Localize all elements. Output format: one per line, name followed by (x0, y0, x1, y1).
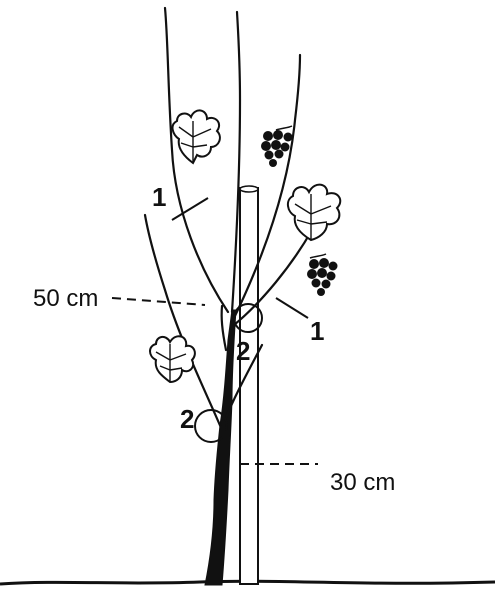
label-bud-upper: 2 (236, 336, 250, 366)
cane-mid-right (232, 228, 314, 327)
cane-upper-right (232, 53, 302, 320)
grape-cluster-icon (261, 125, 293, 167)
vine-leaf-icon (171, 109, 221, 165)
label-height-30: 30 cm (330, 469, 395, 496)
vine-leaf-icon (287, 183, 342, 242)
label-1-upper-leader (171, 197, 209, 221)
grape-cluster-icon (307, 253, 338, 296)
height-50-leader (111, 297, 206, 306)
vine-leaf-icon (149, 335, 196, 384)
cane-low-right (223, 343, 264, 422)
label-branch-lower: 1 (310, 316, 324, 346)
label-bud-lower: 2 (180, 404, 194, 434)
bud-circle-upper (233, 303, 263, 333)
label-branch-upper: 1 (152, 182, 166, 212)
cane-tall-left (163, 6, 230, 314)
cane-tall-center (230, 10, 242, 314)
bud-circle-lower (194, 409, 228, 443)
cane-stub (220, 304, 228, 352)
cane-low-left (143, 213, 224, 432)
label-height-50: 50 cm (33, 285, 98, 312)
vine-trunk (204, 309, 237, 586)
vine-canes (143, 6, 314, 432)
label-1-lower-leader (275, 297, 309, 319)
support-stake (239, 185, 259, 585)
